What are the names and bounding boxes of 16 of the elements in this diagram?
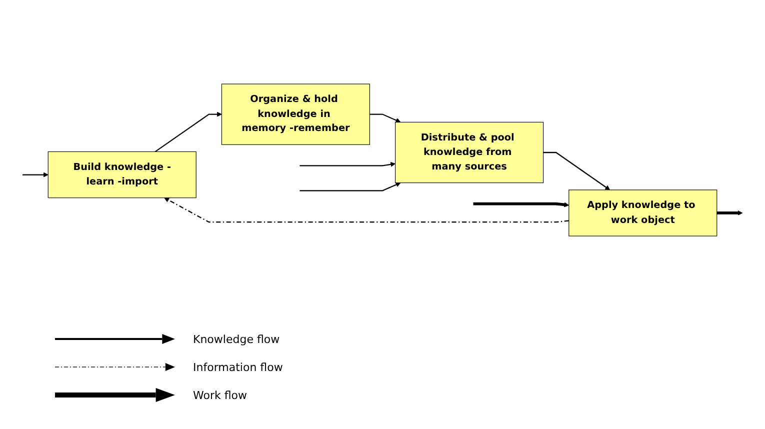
arrow bbox=[22, 172, 48, 178]
arrow bbox=[300, 182, 401, 192]
arrow bbox=[154, 112, 222, 152]
process-box: Distribute & pool knowledge from many sources bbox=[395, 122, 544, 184]
process-box: Organize & hold knowledge in memory -remember bbox=[221, 84, 370, 145]
arrow bbox=[543, 152, 610, 190]
legend-text: Work flow bbox=[193, 388, 248, 402]
legend-text: Information flow bbox=[193, 360, 283, 374]
process-box: Apply knowledge to work object bbox=[568, 190, 718, 236]
arrow bbox=[370, 114, 401, 123]
process-box: Build knowledge -learn -import bbox=[48, 151, 196, 198]
arrow bbox=[473, 202, 570, 208]
arrow bbox=[164, 198, 569, 223]
arrow bbox=[716, 210, 743, 216]
arrow bbox=[300, 162, 396, 167]
legend-text: Knowledge flow bbox=[193, 332, 280, 346]
